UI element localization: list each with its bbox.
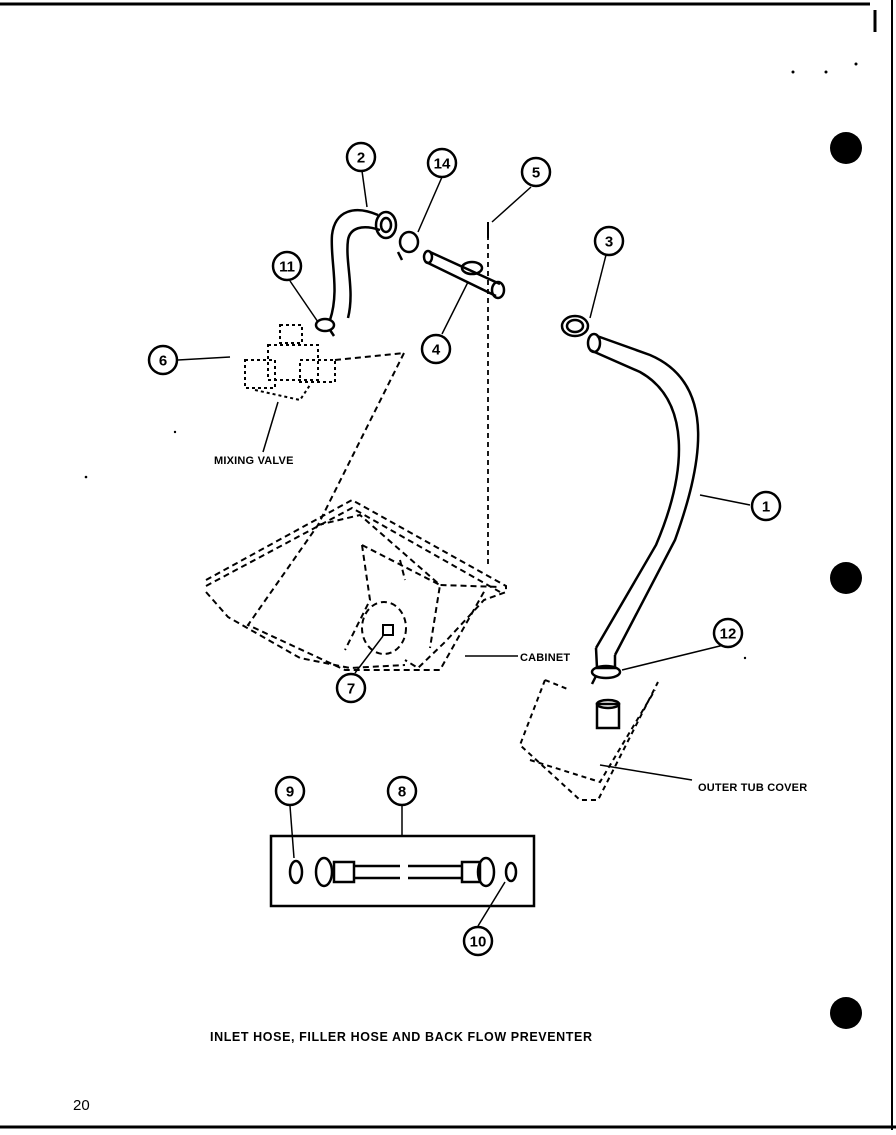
callout-8: 8 [386, 775, 418, 807]
callout-12-label: 12 [720, 626, 737, 643]
binder-hole-top [830, 132, 862, 164]
cabinet-label: CABINET [520, 652, 570, 664]
callout-2: 2 [345, 141, 377, 173]
callout-4-label: 4 [432, 342, 441, 359]
hose-end-left [332, 860, 356, 884]
hose-clamp-12 [590, 664, 622, 685]
inlet-hose-kit [269, 834, 536, 908]
washer-10 [504, 861, 518, 883]
callout-14: 14 [426, 147, 458, 179]
callout-6: 6 [147, 344, 179, 376]
binder-holes [830, 132, 862, 1029]
callout-12: 12 [712, 617, 744, 649]
outer-tub-cover-label: OUTER TUB COVER [698, 782, 807, 794]
mixing-valve-dash [334, 352, 405, 361]
hose-clamp-3 [560, 314, 590, 338]
mixing-valve-leader [262, 401, 279, 453]
mixing-valve-label: MIXING VALVE [214, 455, 294, 467]
outer-tub-cover [518, 679, 659, 801]
hose-clamp-11 [314, 317, 336, 337]
callout-14-label: 14 [434, 156, 451, 173]
callout-leaders [177, 170, 751, 927]
hose-end-right [460, 860, 482, 884]
callout-11: 11 [271, 250, 303, 282]
callout-9: 9 [274, 775, 306, 807]
hose-coupling-left [314, 856, 334, 888]
filler-hose-elbow [328, 208, 398, 321]
callout-1-label: 1 [762, 499, 770, 516]
cabinet-fitting [382, 624, 394, 636]
mixing-valve [244, 324, 336, 402]
callout-6-label: 6 [159, 353, 167, 370]
callout-1: 1 [750, 490, 782, 522]
binder-hole-bottom [830, 997, 862, 1029]
callout-4: 4 [420, 333, 452, 365]
callout-2-label: 2 [357, 150, 365, 167]
hose-coupling-right [476, 856, 496, 888]
callout-11-label: 11 [279, 259, 295, 276]
page-number: 20 [73, 1097, 90, 1114]
back-flow-preventer-tube [422, 249, 506, 300]
tub-cover-inlet [595, 698, 621, 730]
callout-5: 5 [520, 156, 552, 188]
figure-caption: INLET HOSE, FILLER HOSE AND BACK FLOW PR… [210, 1030, 593, 1044]
callout-7: 7 [335, 672, 367, 704]
cabinet-outline [205, 352, 507, 671]
callout-9-label: 9 [286, 784, 294, 801]
callout-7-label: 7 [347, 681, 355, 698]
outer-tub-cover-leader [599, 764, 693, 781]
callout-5-label: 5 [532, 165, 540, 182]
binder-hole-middle [830, 562, 862, 594]
hose-clamp-14 [396, 230, 420, 261]
washer-9 [288, 859, 304, 885]
callout-10: 10 [462, 925, 494, 957]
inlet-hose [586, 332, 700, 670]
scan-specks [84, 62, 858, 660]
callout-8-label: 8 [398, 784, 406, 801]
callout-10-label: 10 [470, 934, 487, 951]
callout-3: 3 [593, 225, 625, 257]
callout-3-label: 3 [605, 234, 613, 251]
